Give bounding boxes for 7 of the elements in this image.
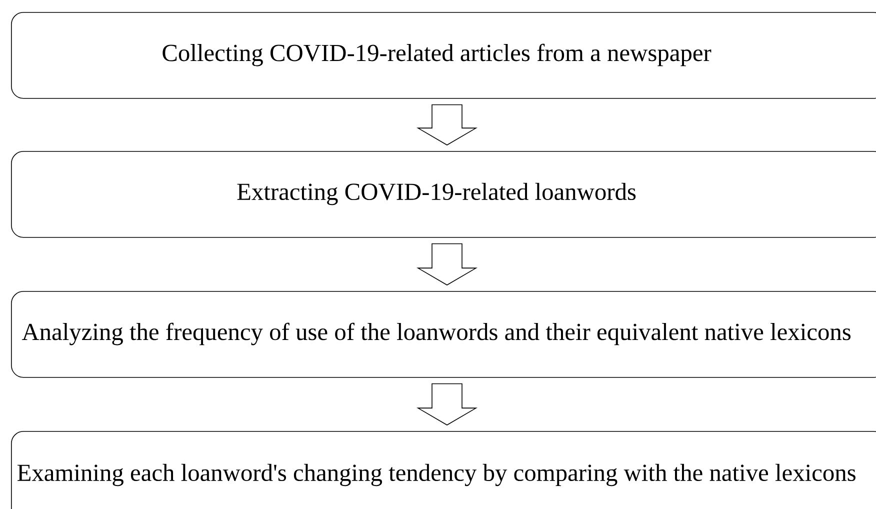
process-box: Examining each loanword's changing tendency by comparing with the native lexicons xyxy=(11,431,876,509)
block-arrow xyxy=(416,383,478,426)
process-box: Extracting COVID-19-related loanwords xyxy=(11,151,876,238)
process-box: Collecting COVID-19-related articles from a newspaper xyxy=(11,12,876,99)
block-arrow xyxy=(416,243,478,286)
block-arrow xyxy=(416,104,478,146)
process-box: Analyzing the frequency of use of the loanwords and their equivalent native lexicons xyxy=(11,291,876,378)
